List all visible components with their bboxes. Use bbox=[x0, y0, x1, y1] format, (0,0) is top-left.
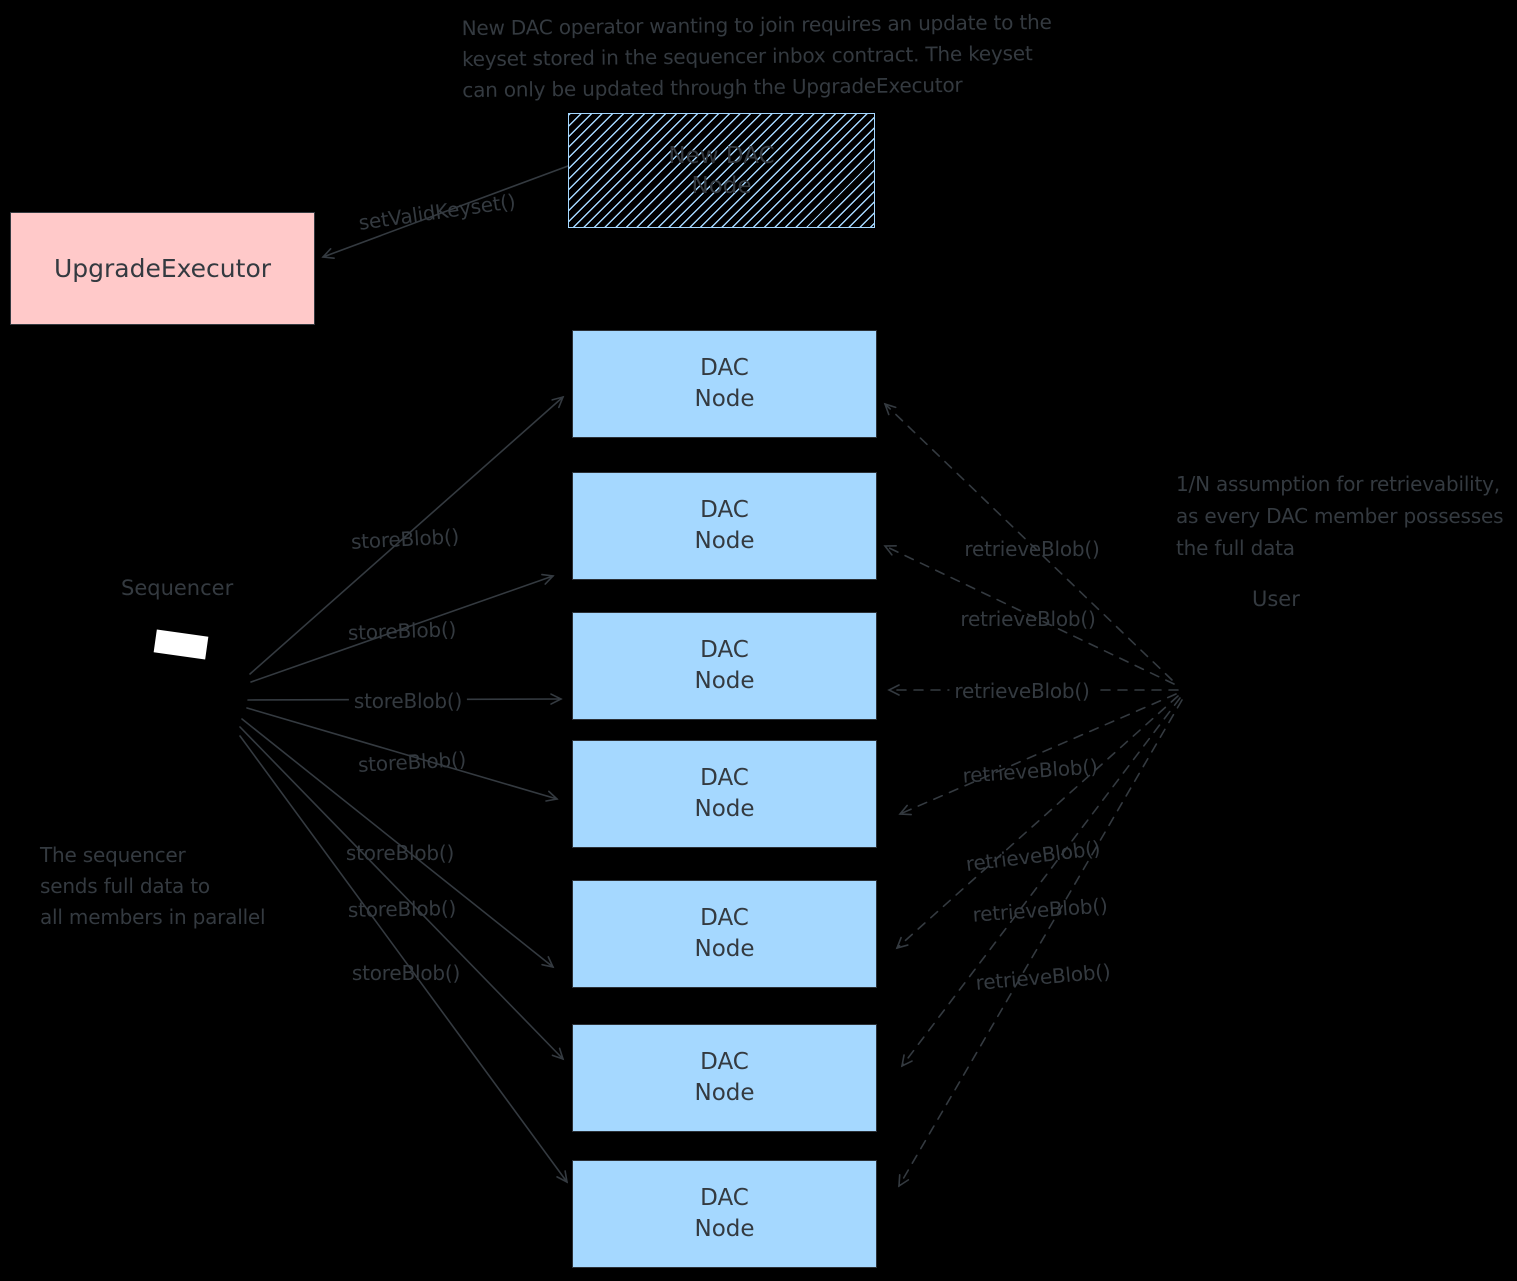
store-blob-arrow bbox=[246, 707, 559, 802]
store-blob-label: storeBlob() bbox=[347, 617, 457, 645]
retrieve-blob-label: retrieveBlob() bbox=[960, 607, 1096, 631]
right-note-line: the full data bbox=[1176, 536, 1295, 560]
new-dac-node-label-line: Node bbox=[691, 172, 752, 199]
right-note: 1/N assumption for retrievability, as ev… bbox=[1176, 468, 1503, 564]
dac-node-box: DAC Node bbox=[572, 1024, 877, 1132]
dac-node-box: DAC Node bbox=[572, 330, 877, 438]
dac-node-label-line: Node bbox=[694, 1080, 755, 1106]
retrieve-blob-arrow bbox=[898, 699, 1183, 1188]
left-note-line: The sequencer bbox=[40, 843, 186, 867]
upgrade-executor-box: UpgradeExecutor bbox=[10, 212, 315, 325]
store-blob-label: storeBlob() bbox=[347, 896, 457, 922]
dac-node-label-line: DAC bbox=[700, 1185, 749, 1211]
upgrade-executor-label: UpgradeExecutor bbox=[53, 254, 272, 283]
store-blob-label: storeBlob() bbox=[351, 961, 461, 985]
store-blob-label: storeBlob() bbox=[345, 841, 455, 865]
store-blob-arrow bbox=[249, 395, 565, 675]
dac-node-label-line: DAC bbox=[700, 1049, 749, 1075]
retrieve-blob-arrow bbox=[898, 693, 1177, 816]
dac-node-box: DAC Node bbox=[572, 880, 877, 988]
retrieve-blob-arrow bbox=[895, 695, 1179, 950]
store-blob-arrow bbox=[239, 726, 565, 1061]
new-dac-node-box: New DAC Node bbox=[568, 113, 875, 228]
dac-node-label-line: Node bbox=[694, 668, 755, 694]
dac-node-label-line: DAC bbox=[700, 497, 749, 523]
top-note-line: keyset stored in the sequencer inbox con… bbox=[461, 41, 1033, 72]
right-note-line: as every DAC member possesses bbox=[1176, 504, 1504, 528]
dac-node-label-line: DAC bbox=[700, 637, 749, 663]
dac-node-label-line: Node bbox=[694, 796, 755, 822]
dac-node-label-line: DAC bbox=[700, 355, 749, 381]
set-valid-keyset-arrow bbox=[321, 165, 569, 260]
left-note-line: sends full data to bbox=[40, 874, 210, 898]
dac-node-label-line: DAC bbox=[700, 905, 749, 931]
top-note: New DAC operator wanting to join require… bbox=[462, 7, 1053, 106]
dac-node-label-line: Node bbox=[694, 936, 755, 962]
new-dac-node-label-line: New DAC bbox=[668, 142, 775, 169]
retrieve-blob-label: retrieveBlob() bbox=[964, 537, 1100, 561]
sequencer-label: Sequencer bbox=[121, 576, 234, 600]
dac-node-box: DAC Node bbox=[572, 1160, 877, 1268]
right-note-line: 1/N assumption for retrievability, bbox=[1176, 472, 1500, 496]
retrieve-blob-arrow bbox=[883, 544, 1175, 685]
store-blob-arrow bbox=[241, 718, 555, 969]
dac-node-box: DAC Node bbox=[572, 472, 877, 580]
retrieve-blob-label: retrieveBlob() bbox=[949, 679, 1095, 703]
left-note-line: all members in parallel bbox=[40, 905, 266, 929]
dac-node-label-line: Node bbox=[694, 386, 755, 412]
store-blob-arrow bbox=[250, 573, 555, 683]
store-blob-label: storeBlob() bbox=[348, 689, 468, 713]
top-note-line: can only be updated through the UpgradeE… bbox=[462, 72, 963, 103]
dac-node-box: DAC Node bbox=[572, 740, 877, 848]
dac-node-label-line: Node bbox=[694, 528, 755, 554]
dac-node-box: DAC Node bbox=[572, 612, 877, 720]
retrieve-blob-arrow bbox=[883, 402, 1173, 681]
left-note: The sequencer sends full data to all mem… bbox=[40, 840, 266, 933]
user-label: User bbox=[1252, 587, 1300, 611]
retrieve-blob-arrow bbox=[900, 697, 1181, 1068]
dac-node-label-line: DAC bbox=[700, 765, 749, 791]
store-blob-arrow bbox=[239, 735, 569, 1184]
dac-node-label-line: Node bbox=[694, 1216, 755, 1242]
